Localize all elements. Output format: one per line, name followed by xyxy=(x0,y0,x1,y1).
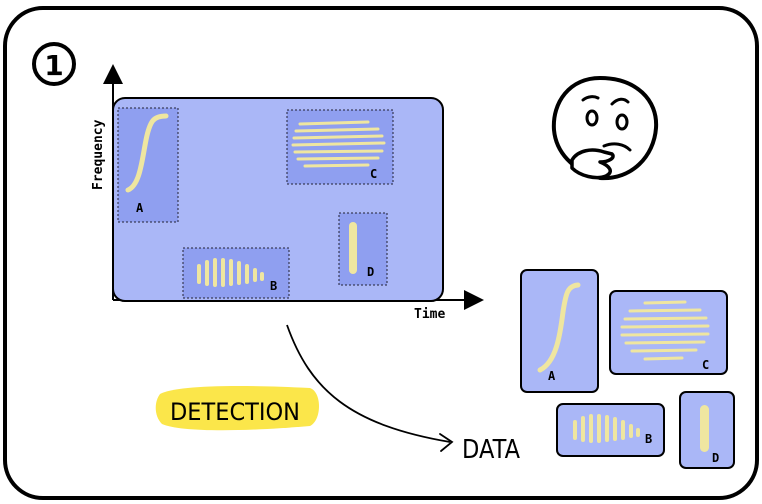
region-a-label: A xyxy=(136,201,144,215)
detection-label: DETECTION xyxy=(170,398,300,426)
data-tile-c-label: C xyxy=(702,358,709,372)
data-tile-a: A xyxy=(520,269,599,393)
step-badge: 1 xyxy=(32,42,76,86)
data-label: DATA xyxy=(462,435,520,465)
region-b-label: B xyxy=(270,279,277,293)
region-c-label: C xyxy=(370,167,377,181)
x-axis-label: Time xyxy=(414,307,445,322)
data-tile-d: D xyxy=(679,391,735,469)
region-a: A xyxy=(117,107,179,223)
region-d: D xyxy=(338,212,388,286)
region-b: B xyxy=(182,247,290,299)
thinking-face-icon xyxy=(551,75,659,181)
detection-arrowhead xyxy=(439,433,454,452)
region-d-label: D xyxy=(367,265,374,279)
detection-arrow xyxy=(286,324,451,443)
data-tile-c: C xyxy=(609,290,728,375)
region-c: C xyxy=(286,109,394,185)
data-tile-a-label: A xyxy=(548,369,556,383)
detection-highlight: DETECTION xyxy=(155,386,319,431)
data-tile-d-label: D xyxy=(712,451,719,465)
step-number: 1 xyxy=(44,49,63,82)
data-tile-b: B xyxy=(556,403,665,457)
y-axis-label: Frequency xyxy=(91,119,106,190)
data-tile-b-label: B xyxy=(645,432,652,446)
